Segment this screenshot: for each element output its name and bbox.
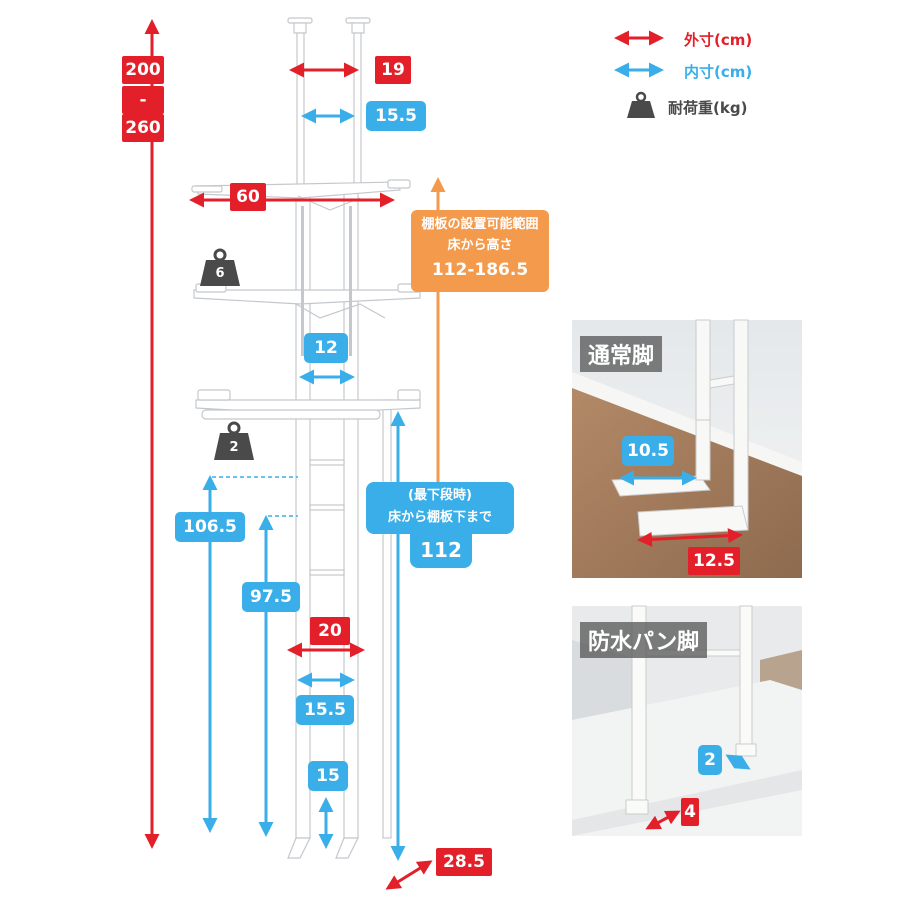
shelf-width-label: 60: [230, 183, 266, 211]
height-range-bottom-label: 260: [122, 114, 164, 142]
height-range-sep-label: -: [122, 86, 164, 114]
ceiling-knob-right: [351, 22, 365, 34]
lowest-shelf-value: 112: [410, 532, 472, 568]
shelf-range-line1: 棚板の設置可能範囲: [421, 217, 539, 232]
shelf-3-rail-left: [197, 389, 231, 401]
shelf-2-bracket: [295, 303, 386, 319]
height-guide-lines: [212, 476, 298, 517]
pan-outer-arrow: [645, 810, 681, 830]
foot-right: [335, 837, 359, 859]
shelf-range-line3: 112-186.5: [431, 260, 529, 280]
normal-outer-arrow: [637, 528, 743, 547]
top-inner-width-label: 15.5: [366, 101, 426, 131]
lowest-shelf-box: (最下段時) 床から棚板下まで: [366, 482, 514, 534]
upper-pole-right: [353, 32, 362, 189]
rung-3: [309, 569, 345, 576]
normal-inner-label: 10.5: [622, 436, 674, 466]
left-height-1-label: 106.5: [175, 512, 245, 542]
pan-inner-arrow: [725, 754, 751, 770]
pan-outer-label: 4: [681, 798, 699, 826]
lowest-shelf-line2: 床から棚板下まで: [387, 510, 492, 525]
foot-left: [287, 837, 311, 859]
upper-pole-left: [296, 32, 305, 189]
pole-gap-label: 12: [304, 333, 348, 363]
pole-holes: [301, 206, 352, 356]
legend-load-label: 耐荷重(kg): [668, 99, 748, 117]
weight-icon: [214, 421, 254, 460]
shelf-range-box: 棚板の設置可能範囲 床から高さ 112-186.5: [411, 210, 549, 292]
weight-icon: [627, 91, 655, 118]
legend: [614, 30, 664, 118]
photo-pan-title: 防水パン脚: [580, 622, 708, 658]
foot-height-label: 15: [308, 761, 348, 791]
ceiling-knob-left: [293, 22, 307, 34]
legend-inner-label: 内寸(cm): [684, 63, 753, 81]
height-range-top-label: 200: [122, 56, 164, 84]
normal-outer-label: 12.5: [688, 547, 740, 575]
depth-arrow: [385, 860, 433, 890]
lowest-shelf-line1: (最下段時): [408, 488, 472, 503]
rear-pole: [382, 399, 392, 839]
shelf-2-load-value: 2: [229, 440, 239, 455]
weight-icon: [200, 248, 240, 286]
photo-normal-title: 通常脚: [580, 336, 663, 372]
shelf-1-rail-right: [387, 179, 411, 189]
bottom-inner-width-label: 15.5: [296, 695, 354, 725]
ceiling-pad-right: [345, 17, 371, 24]
legend-outer-label: 外寸(cm): [684, 31, 753, 49]
rung-1: [309, 459, 345, 466]
top-outer-width-label: 19: [375, 56, 411, 84]
shelf-1-load-value: 6: [215, 266, 225, 281]
pan-inner-label: 2: [698, 745, 722, 775]
outer-dimension-arrows: [144, 19, 433, 890]
shelf-range-line2: 床から高さ: [447, 238, 513, 253]
shelf-3-rail-right: [397, 389, 421, 401]
depth-label: 28.5: [436, 848, 492, 876]
shelf-1: [195, 181, 401, 199]
towel-bar: [201, 409, 381, 420]
left-height-2-label: 97.5: [242, 582, 300, 612]
shelf-1-rail-left: [191, 185, 223, 193]
rung-2: [309, 504, 345, 511]
ceiling-pad-left: [287, 17, 313, 24]
shelf-2: [193, 289, 421, 305]
bottom-outer-width-label: 20: [310, 617, 350, 645]
